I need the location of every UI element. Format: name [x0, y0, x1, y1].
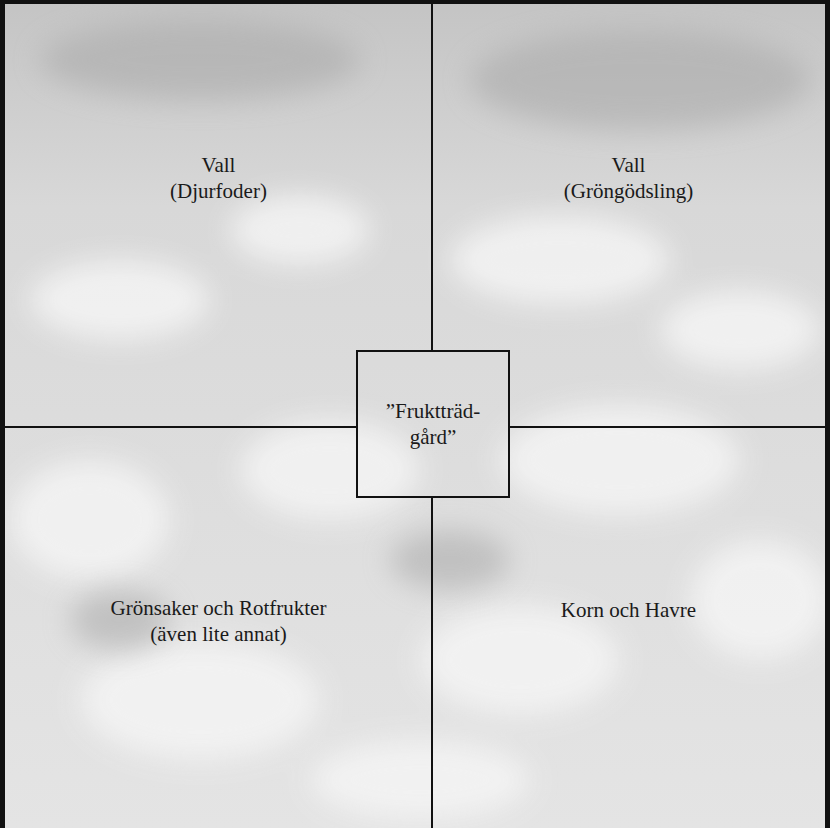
field-label: ”Fruktträd- gård” — [366, 398, 500, 450]
text-group: Grönsaker och Rotfrukter(även lite annat… — [5, 595, 432, 647]
text-group: Vall(Djurfoder) — [5, 152, 432, 204]
field-quadrant: Vall(Djurfoder) — [5, 4, 432, 427]
orchard-box: ”Fruktträd- gård” — [356, 350, 510, 498]
field-quadrant: Korn och Havre — [432, 427, 825, 828]
field-note: (Gröngödsling) — [432, 178, 825, 204]
field-quadrant: Vall(Gröngödsling) — [432, 4, 825, 427]
field-quadrant: Grönsaker och Rotfrukter(även lite annat… — [5, 427, 432, 828]
field-label: Korn och Havre — [432, 597, 825, 623]
field-label: Grönsaker och Rotfrukter — [5, 595, 432, 621]
field-note: (även lite annat) — [5, 621, 432, 647]
field-label: Vall — [5, 152, 432, 178]
text-group: Korn och Havre — [432, 597, 825, 623]
field-note: (Djurfoder) — [5, 178, 432, 204]
field-label: Vall — [432, 152, 825, 178]
text-group: Vall(Gröngödsling) — [432, 152, 825, 204]
